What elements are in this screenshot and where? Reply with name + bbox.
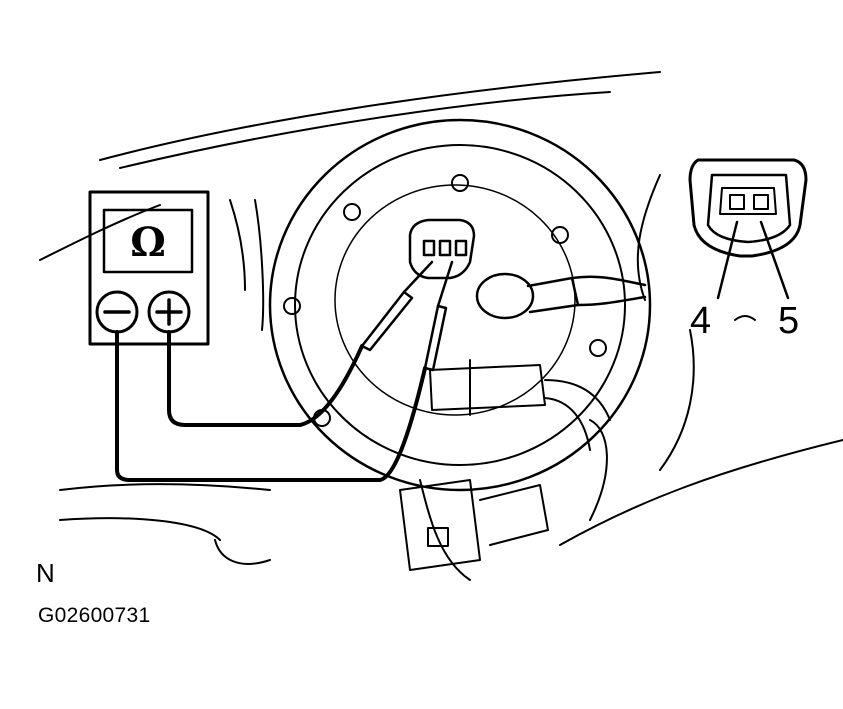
leader-line-4 [716,220,739,300]
bolt-icon [451,174,469,192]
terminal-4-label: 4 [690,300,712,342]
positive-lead [167,330,364,427]
bolt-icon [551,226,569,244]
ohm-symbol: Ω [130,219,166,266]
terminal-5-icon [753,194,769,210]
terminal-4-icon [729,194,745,210]
body-panel-lines [39,71,843,581]
wire-harness [399,359,611,571]
bolt-icon [343,203,361,221]
pump-flange [268,118,652,492]
fuel-outlet [475,272,647,320]
negative-lead [115,330,427,482]
meter-display [102,208,194,274]
figure-id: G02600731 [38,604,151,627]
test-leads [115,330,427,482]
connector-inset [688,158,808,321]
orientation-label: N [36,558,55,588]
ohmmeter: Ω [88,190,210,346]
leader-line-5 [759,220,790,300]
bolt-icon [283,297,301,315]
probe-tips [360,260,454,372]
bolt-icon [589,339,607,357]
flange-bolts [283,174,607,427]
pump-connector [408,218,476,280]
terminal-5-label: 5 [778,300,800,342]
